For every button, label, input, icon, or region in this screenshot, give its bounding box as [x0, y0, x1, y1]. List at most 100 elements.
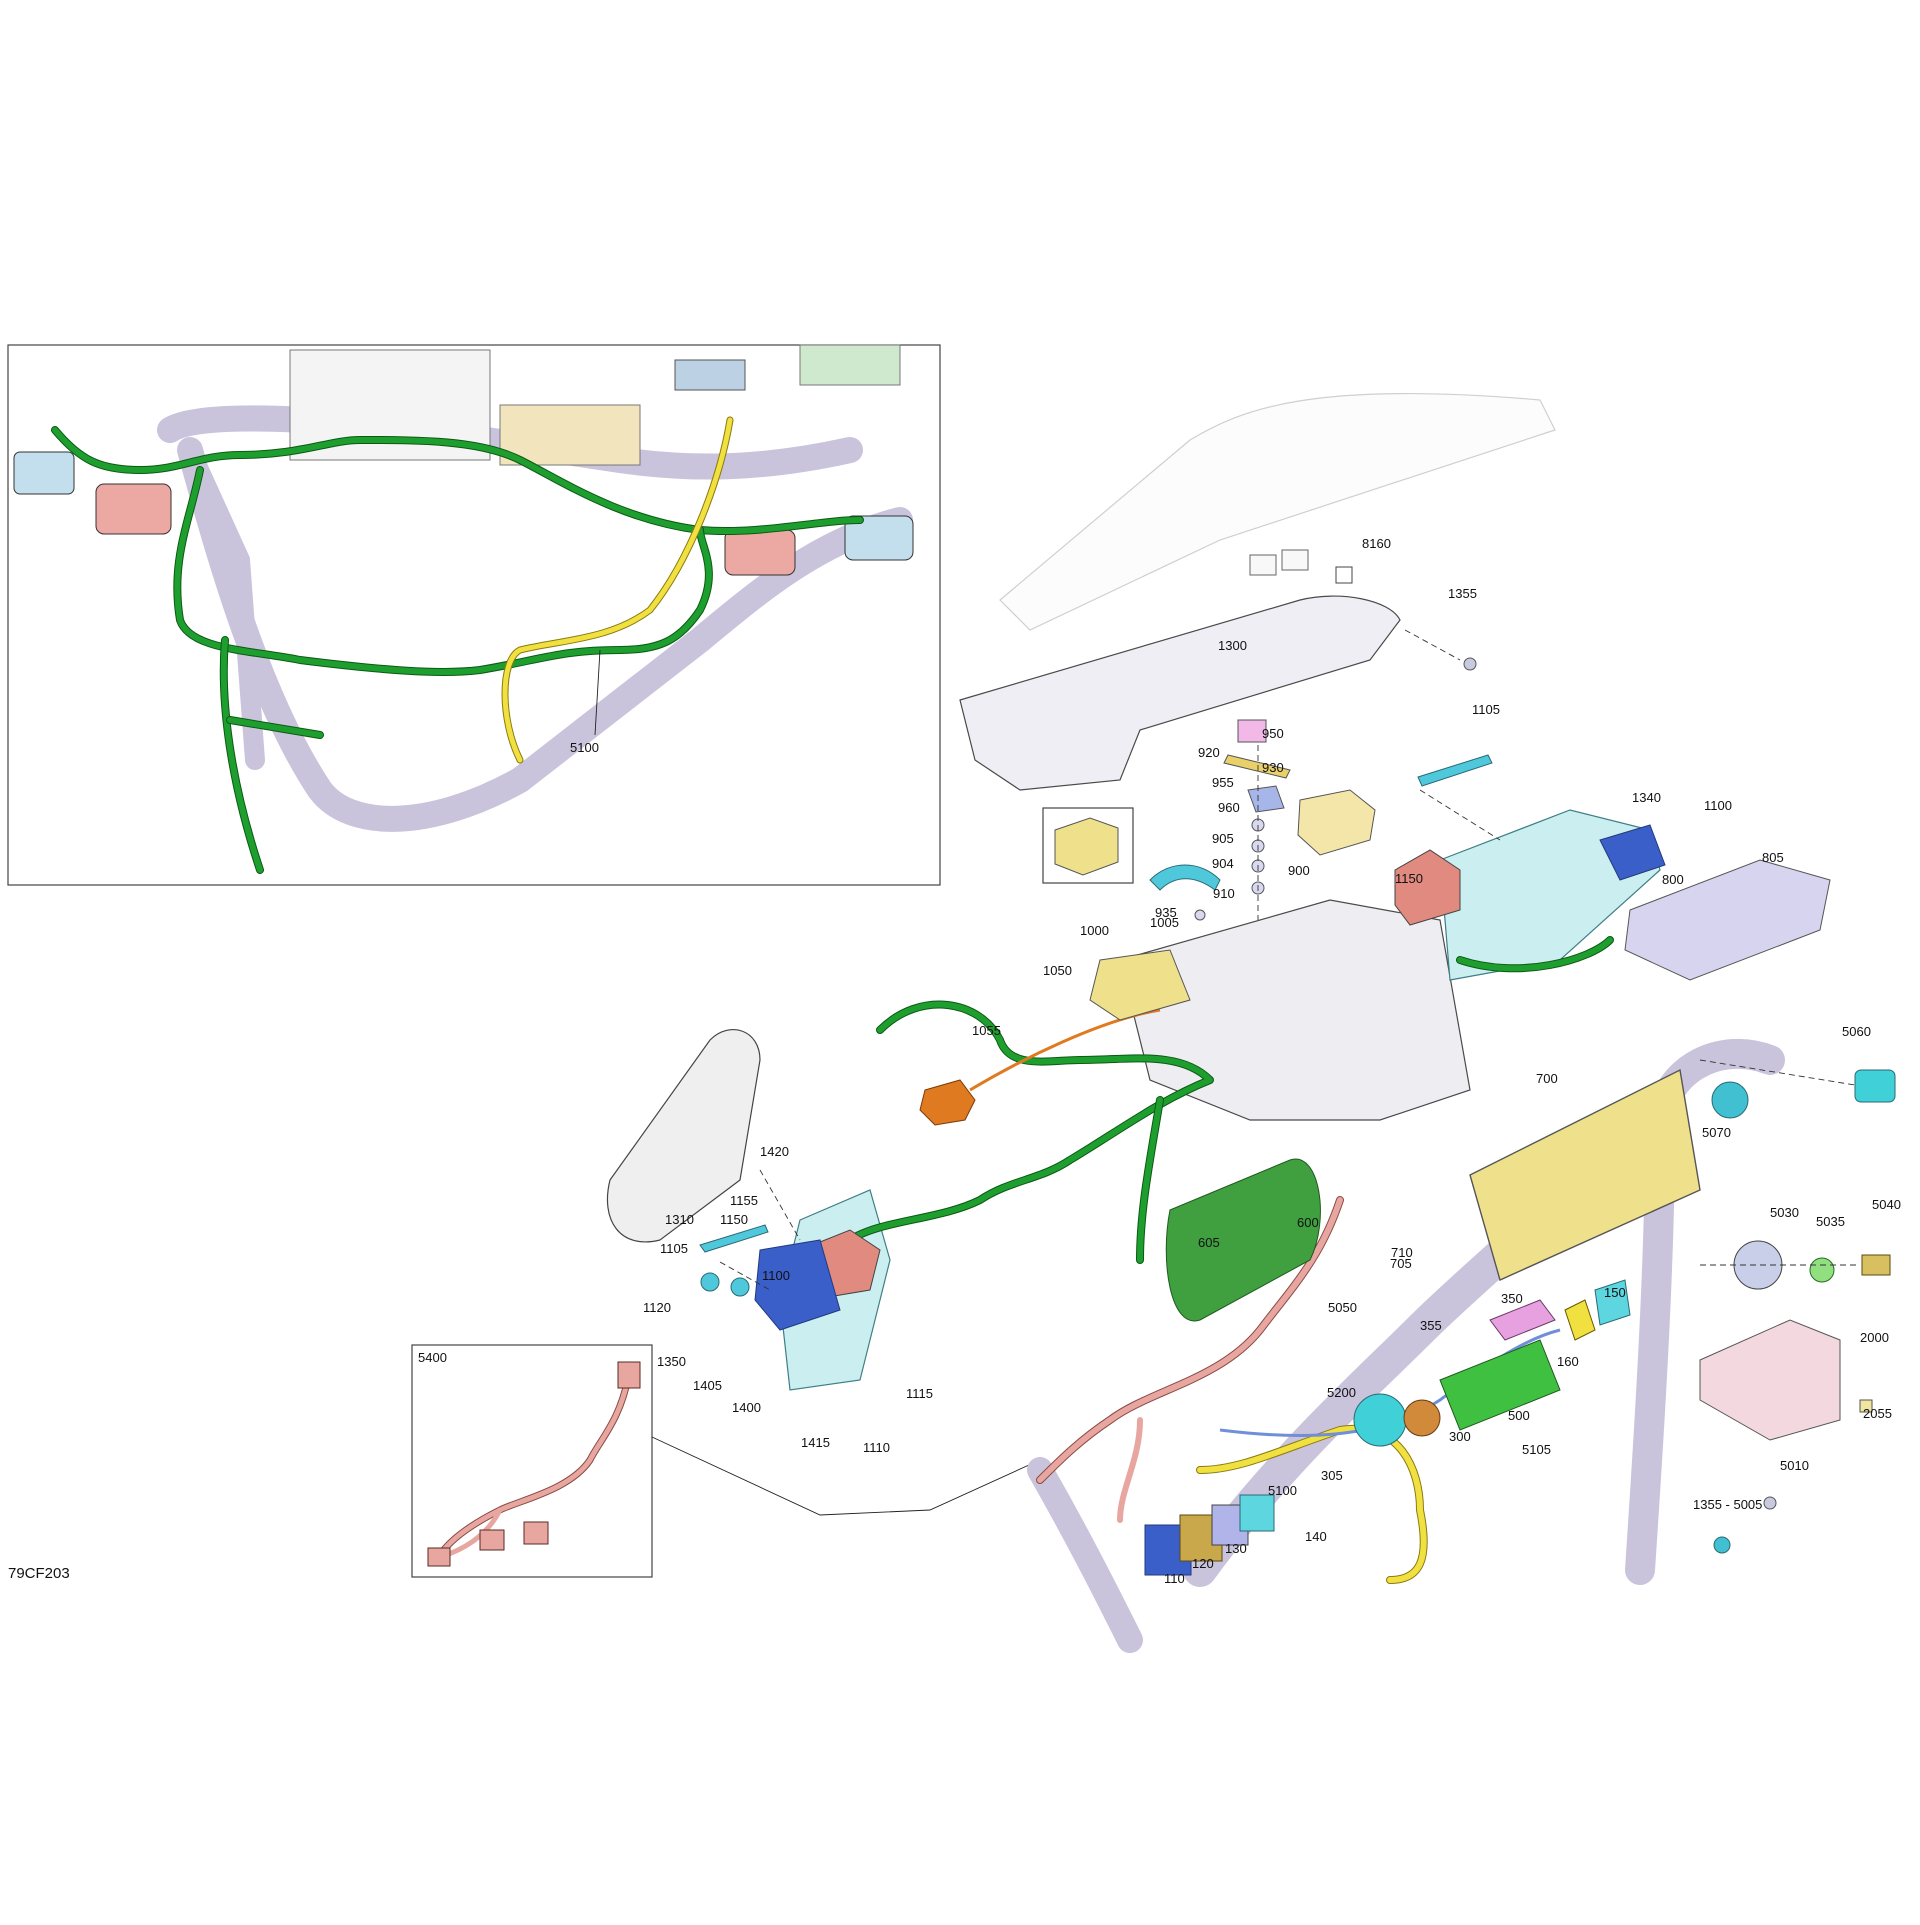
- bracket-1340: [1439, 809, 1661, 981]
- callout-label: 1100: [762, 1268, 790, 1283]
- callout-label: 1000: [1080, 923, 1109, 938]
- inset-connector-right-blue: [844, 515, 914, 561]
- ring-300: [1403, 1399, 1441, 1437]
- parts: [699, 549, 1896, 1576]
- callout-label: 1350: [657, 1354, 686, 1369]
- display-screen-700: [1469, 1068, 1701, 1281]
- callout-label: 1355: [1448, 586, 1477, 601]
- inset-top-callout: 5100: [570, 740, 599, 755]
- part-8160-a: [1249, 554, 1277, 576]
- part-8160-b: [1281, 549, 1309, 571]
- callout-label: 1415: [801, 1435, 830, 1450]
- callout-label: 300: [1449, 1429, 1471, 1444]
- part-5040: [1861, 1254, 1891, 1276]
- callout-label: 150: [1604, 1285, 1626, 1300]
- fuse-block-900: [1297, 789, 1376, 856]
- callout-label: 355: [1420, 1318, 1442, 1333]
- inset-bottom-connector-1: [427, 1547, 451, 1567]
- inset-yellow-bracket: [499, 404, 641, 466]
- callout-label: 960: [1218, 800, 1240, 815]
- callout-label: 605: [1198, 1235, 1220, 1250]
- callout-label: 705: [1390, 1256, 1412, 1271]
- center-support-bracket: [1119, 899, 1471, 1121]
- green-harness-right: [1457, 937, 1613, 972]
- callout-label: 350: [1501, 1291, 1523, 1306]
- callout-label: 1100: [1704, 798, 1732, 813]
- connector-1100-top: [1599, 824, 1666, 881]
- strip-1105-left: [699, 1224, 769, 1253]
- callout-label: 910: [1213, 886, 1235, 901]
- callout-label: 700: [1536, 1071, 1558, 1086]
- cover-2000: [1699, 1319, 1841, 1441]
- callout-label: 935: [1155, 905, 1177, 920]
- callout-labels: 8160135513009509209301105955960134011009…: [643, 536, 1901, 1586]
- pink-harness: [1037, 1197, 1343, 1483]
- inset-bottom-connector-top: [617, 1361, 641, 1389]
- washer-1350: [700, 1272, 720, 1292]
- part-920: [1223, 754, 1291, 779]
- part-2055: [1859, 1399, 1873, 1413]
- left-panel-1310: [606, 1029, 761, 1243]
- part-5035: [1809, 1257, 1835, 1283]
- cover-600: [1165, 1158, 1321, 1322]
- callout-label: 710: [1391, 1245, 1413, 1260]
- callout-label: 5030: [1770, 1205, 1799, 1220]
- nut-1355: [1463, 657, 1477, 671]
- callout-label: 955: [1212, 775, 1234, 790]
- callout-label: 305: [1321, 1468, 1343, 1483]
- inset-yellow-harness: [502, 417, 733, 763]
- callout-label: 5050: [1328, 1300, 1357, 1315]
- inset-green-harness-branch: [227, 717, 323, 738]
- callout-label: 1115: [906, 1386, 933, 1401]
- callout-label: 930: [1262, 760, 1284, 775]
- callout-label: 800: [1662, 872, 1684, 887]
- connector-5200: [1353, 1393, 1407, 1447]
- callout-label: 5100: [1268, 1483, 1297, 1498]
- callout-label: 600: [1297, 1215, 1319, 1230]
- callout-label: 1420: [760, 1144, 789, 1159]
- callout-label: 2000: [1860, 1330, 1889, 1345]
- inset-top-harness-view: 5100: [7, 344, 941, 886]
- callout-label: 1105: [1472, 702, 1500, 717]
- part-160: [1564, 1299, 1596, 1341]
- inset-connector-right-red: [724, 529, 796, 576]
- callout-label: 1300: [1218, 638, 1247, 653]
- inset-bottom-connector-3: [523, 1521, 549, 1545]
- part-930: [1247, 785, 1285, 813]
- washer-1405: [730, 1277, 750, 1297]
- inset-connector-left-blue: [13, 451, 75, 495]
- relay-1000: [1089, 949, 1191, 1021]
- callout-label: 5060: [1842, 1024, 1871, 1039]
- nut-5010: [1763, 1496, 1777, 1510]
- part-5060: [1854, 1069, 1896, 1103]
- callout-label: 1005: [1150, 915, 1179, 930]
- callout-label: 1105: [660, 1241, 688, 1256]
- pink-harness-branch: [1117, 1417, 1143, 1523]
- callout-label: 5040: [1872, 1197, 1901, 1212]
- cap-1055: [919, 1079, 976, 1126]
- nut-1355-5005: [1713, 1536, 1731, 1554]
- inset-bottom-harness-view: 5400: [411, 1344, 653, 1578]
- inset-green-harness-drop: [220, 637, 263, 873]
- orange-harness-1050: [969, 1008, 1161, 1092]
- inset-blue-part: [674, 359, 746, 391]
- callout-label: 8160: [1362, 536, 1391, 551]
- switch-350: [1489, 1299, 1556, 1341]
- callout-label: 160: [1557, 1354, 1579, 1369]
- callout-label: 1150: [720, 1212, 748, 1227]
- upper-crossbar-ghost: [999, 392, 1556, 631]
- callout-label: 805: [1762, 850, 1784, 865]
- callout-label: 140: [1305, 1529, 1327, 1544]
- inset-bottom-pink-harness: [437, 1375, 631, 1558]
- inset-bottom-callout: 5400: [418, 1350, 447, 1365]
- callout-label: 1055: [972, 1023, 1001, 1038]
- diagram-reference-code: 79CF203: [8, 1565, 70, 1582]
- callout-label: 1400: [732, 1400, 761, 1415]
- inset-bottom-connector-2: [479, 1529, 505, 1551]
- inset-green-harness-loop: [174, 467, 712, 675]
- callout-label: 5010: [1780, 1458, 1809, 1473]
- callout-label: 904: [1212, 856, 1234, 871]
- inset-leader-5100: [594, 649, 601, 736]
